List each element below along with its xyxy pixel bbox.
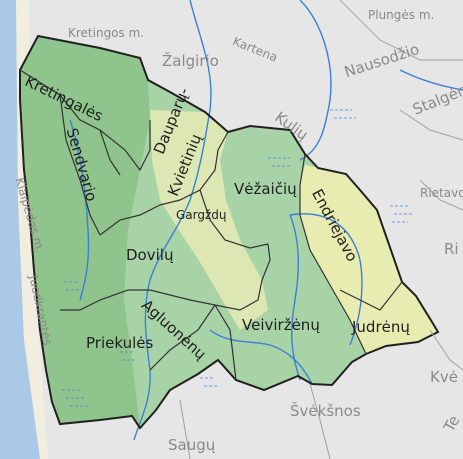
- label-judrenu: Judrėnų: [352, 318, 410, 336]
- river-ne: [399, 69, 463, 91]
- border-kve: [429, 329, 463, 371]
- border-judrenai-n: [339, 281, 403, 311]
- border-agluonenai-n: [128, 289, 216, 306]
- border-sveksna: [309, 383, 331, 459]
- veivirza-river: [289, 214, 301, 381]
- label-kve: Kvė: [430, 368, 458, 386]
- border-gargzdai-e: [199, 189, 269, 249]
- border-veivirzenai-w: [214, 304, 237, 381]
- river-south: [209, 329, 313, 385]
- rivers: [69, 0, 463, 441]
- label-rietavo: Rietavo: [420, 186, 463, 200]
- district-border: [19, 34, 440, 430]
- label-sveksnos: Švėkšnos: [290, 402, 361, 420]
- label-veivirzenu: Veiviržėnų: [242, 316, 320, 334]
- label-zalgirio: Žalgirio: [162, 52, 219, 70]
- border-plunge: [339, 0, 463, 61]
- border-endriejavas-w: [299, 153, 367, 355]
- marsh-marks: [62, 109, 412, 407]
- upland-band: [150, 110, 268, 330]
- border-doviliai-n: [99, 204, 161, 236]
- border-stalgenai: [399, 109, 463, 141]
- baltic-sea: [0, 0, 40, 459]
- label-priekules: Priekulės: [86, 334, 154, 352]
- border-sendvaris-n: [99, 120, 151, 172]
- border-priekule-n: [60, 289, 129, 311]
- neighbour-borders: [179, 0, 463, 459]
- label-gargzdu: Gargždų: [176, 208, 227, 222]
- label-saugu: Saugų: [168, 436, 216, 454]
- border-rietavas: [419, 179, 463, 211]
- label-doviliu: Dovilų: [126, 246, 174, 264]
- border-vezaiciai-s: [214, 243, 271, 311]
- label-plunges: Plungės m.: [368, 8, 435, 22]
- eastern-area: [300, 165, 438, 354]
- label-kretingos: Kretingos m.: [68, 26, 145, 40]
- border-sendvaris-w: [59, 94, 101, 236]
- river-east: [289, 213, 363, 346]
- river-west: [69, 119, 90, 301]
- border-dauparai-e: [159, 131, 229, 206]
- minija-river: [133, 0, 212, 441]
- western-lowland: [20, 36, 150, 428]
- label-ri: Ri: [444, 240, 459, 258]
- eldership-borders: [19, 69, 403, 381]
- border-agluonenai-s: [149, 304, 216, 371]
- border-saugos: [179, 399, 191, 459]
- border-kretingale: [19, 69, 121, 176]
- label-vezaiciu: Vėžaičių: [234, 180, 297, 198]
- river-north: [299, 0, 332, 161]
